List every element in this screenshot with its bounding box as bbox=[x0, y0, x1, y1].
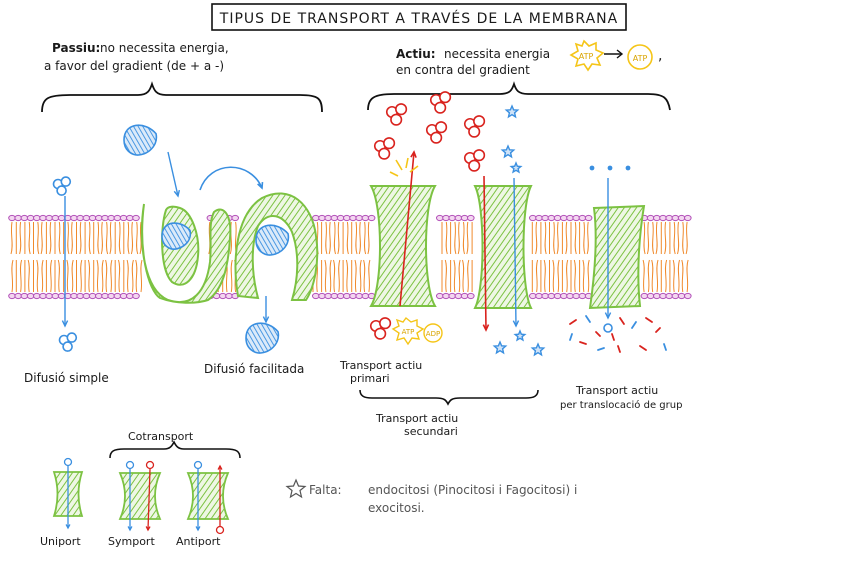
cotransport-brace bbox=[109, 440, 241, 459]
passive-brace bbox=[41, 81, 323, 113]
label-group-translocation-line2: per translocació de grup bbox=[560, 399, 682, 411]
energy-burst-icon bbox=[389, 157, 419, 177]
molecule-star-1 bbox=[504, 104, 520, 119]
passive-desc-line1: no necessita energia, bbox=[100, 41, 229, 55]
antiport-arrow-red bbox=[217, 464, 223, 526]
membrane-proteins bbox=[140, 185, 646, 310]
title-text: TIPUS DE TRANSPORT A TRAVÉS DE LA MEMBRA… bbox=[219, 10, 618, 27]
star-icon bbox=[285, 478, 307, 499]
molecule-star-3 bbox=[509, 161, 523, 174]
adp-circle-bottom-icon bbox=[423, 323, 443, 343]
arrow-primary-pump bbox=[399, 150, 417, 307]
label-facilitated-diffusion: Difusió facilitada bbox=[204, 362, 304, 376]
lipid-bilayer bbox=[8, 214, 692, 300]
active-comma: , bbox=[658, 48, 662, 64]
active-desc-line1: necessita energia bbox=[444, 47, 550, 61]
passive-label: Passiu: bbox=[52, 41, 100, 55]
symport-arrow-blue bbox=[127, 469, 133, 532]
carrier-protein-2 bbox=[234, 192, 319, 301]
adp-bottom-text: ADP bbox=[426, 330, 440, 338]
molecule-modified bbox=[603, 323, 613, 333]
arrow-facilitated-curve bbox=[199, 166, 264, 191]
active-desc-line2: en contra del gradient bbox=[396, 63, 530, 77]
active-label: Actiu: bbox=[396, 47, 436, 61]
arrow-right-icon bbox=[604, 49, 624, 59]
group-translocation-protein bbox=[588, 204, 646, 310]
molecule-red-1 bbox=[373, 137, 396, 160]
atp-burst-bottom-icon: ATP bbox=[391, 317, 425, 346]
molecule-dot-3 bbox=[625, 165, 631, 171]
label-symport: Symport bbox=[108, 535, 155, 548]
molecule-in-carrier-2 bbox=[255, 224, 290, 256]
symport-protein bbox=[118, 472, 162, 520]
molecule-dot-1 bbox=[589, 165, 595, 171]
arrow-simple-diffusion bbox=[61, 196, 69, 328]
cotransport-examples bbox=[52, 457, 230, 535]
antiport-protein bbox=[186, 472, 230, 520]
arrow-facilitated-out bbox=[262, 296, 270, 324]
molecule-red-2 bbox=[429, 91, 452, 114]
arrow-group-translocation bbox=[604, 178, 612, 320]
molecule-red-3 bbox=[385, 103, 408, 126]
label-group-translocation-line1: Transport actiu bbox=[575, 384, 658, 397]
atp-bottom-text: ATP bbox=[402, 328, 415, 336]
molecule-simple-bottom bbox=[58, 332, 78, 352]
active-brace bbox=[367, 81, 671, 111]
uniport-arrow bbox=[65, 466, 71, 530]
molecule-simple-top bbox=[52, 176, 72, 196]
symport-molecule-red bbox=[145, 460, 155, 470]
molecule-red-inside bbox=[369, 317, 392, 340]
label-secondary-active-line2: secundari bbox=[404, 425, 458, 438]
molecules-and-arrows: ATP ADP bbox=[52, 91, 667, 357]
molecule-facilitated-top bbox=[123, 124, 158, 156]
antiport-molecule-red bbox=[215, 525, 225, 535]
molecule-red-5 bbox=[463, 115, 486, 138]
molecule-red-4 bbox=[425, 121, 448, 144]
adp-circle-icon: ATP bbox=[627, 44, 653, 70]
antiport-arrow-blue bbox=[195, 469, 201, 532]
molecule-in-carrier-1 bbox=[161, 222, 192, 250]
title-frame bbox=[211, 3, 627, 31]
label-primary-active-line1: Transport actiu bbox=[339, 359, 422, 372]
atp-text: ATP bbox=[579, 52, 594, 61]
secondary-brace bbox=[359, 389, 539, 406]
lipid-tails bbox=[10, 221, 689, 293]
symport-molecule-blue bbox=[125, 460, 135, 470]
carrier-protein-1 bbox=[140, 203, 232, 304]
arrow-facilitated-in bbox=[167, 151, 181, 198]
note-line2: exocitosi. bbox=[368, 501, 425, 515]
molecule-red-6 bbox=[463, 149, 486, 172]
atp-burst-icon: ATP bbox=[569, 39, 605, 72]
antiport-molecule-blue bbox=[193, 460, 203, 470]
secondary-cotransporter-protein bbox=[473, 185, 533, 309]
uniport-molecule bbox=[63, 457, 73, 467]
molecule-star-2 bbox=[500, 144, 516, 159]
label-primary-active-line2: primari bbox=[350, 372, 390, 385]
label-secondary-active-line1: Transport actiu bbox=[375, 412, 458, 425]
passive-heading: Passiu: no necessita energia, a favor de… bbox=[44, 41, 229, 73]
molecule-facilitated-bottom bbox=[245, 322, 280, 354]
atp-circle-text: ATP bbox=[633, 54, 648, 63]
label-simple-diffusion: Difusió simple bbox=[24, 371, 109, 385]
title-box: TIPUS DE TRANSPORT A TRAVÉS DE LA MEMBRA… bbox=[211, 3, 627, 31]
molecule-star-5 bbox=[513, 329, 527, 342]
label-cotransport: Cotransport bbox=[128, 430, 194, 443]
scattered-molecules bbox=[569, 315, 667, 353]
missing-note: Falta: endocitosi (Pinocitosi i Fagocito… bbox=[285, 478, 577, 515]
passive-desc-line2: a favor del gradient (de + a -) bbox=[44, 59, 224, 73]
active-heading: Actiu: necessita energia en contra del g… bbox=[396, 39, 662, 77]
primary-pump-protein bbox=[369, 185, 437, 307]
label-uniport: Uniport bbox=[40, 535, 81, 548]
note-prefix: Falta: bbox=[309, 483, 342, 497]
molecule-star-4 bbox=[492, 340, 508, 355]
arrow-secondary-blue bbox=[512, 177, 520, 328]
label-antiport: Antiport bbox=[176, 535, 221, 548]
molecule-dot-2 bbox=[607, 165, 613, 171]
molecule-star-6 bbox=[530, 342, 546, 357]
note-line1: endocitosi (Pinocitosi i Fagocitosi) i bbox=[368, 483, 577, 497]
arrow-secondary-red bbox=[482, 175, 490, 332]
symport-arrow-red bbox=[145, 468, 151, 532]
